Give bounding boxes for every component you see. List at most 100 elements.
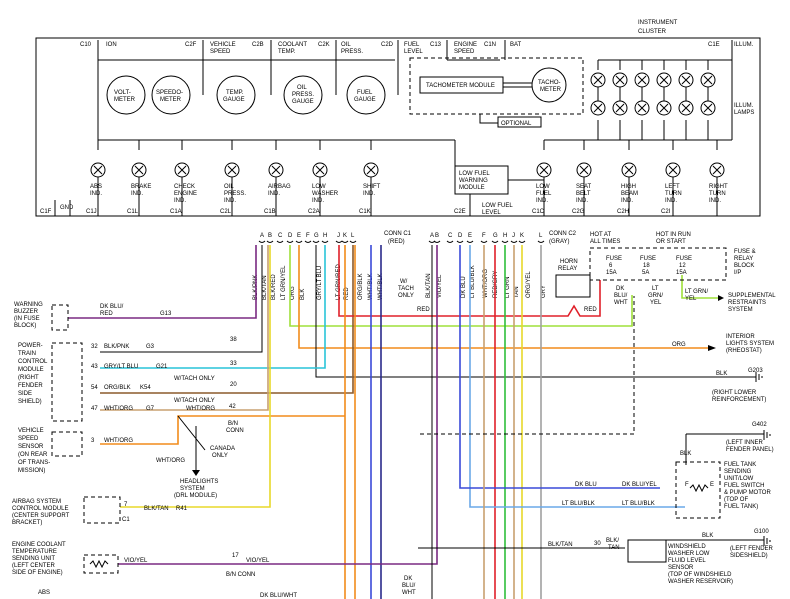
svg-text:17: 17 [232, 553, 239, 559]
svg-text:TURN: TURN [709, 191, 726, 197]
svg-text:ONLY: ONLY [398, 293, 414, 299]
instrument-cluster-frame [35, 37, 761, 217]
svg-text:ORG: ORG [672, 342, 686, 348]
svg-text:ABS: ABS [38, 590, 50, 596]
svg-text:IND.: IND. [131, 191, 143, 197]
svg-text:C1: C1 [122, 517, 130, 523]
svg-text:(TOP OF WINDSHIELD: (TOP OF WINDSHIELD [668, 572, 732, 578]
tachometer-module [419, 76, 504, 94]
svg-text:GRY/LT BLU: GRY/LT BLU [104, 364, 138, 370]
svg-text:WARNING: WARNING [459, 178, 488, 184]
svg-text:MODULE: MODULE [459, 185, 485, 191]
svg-text:6: 6 [609, 263, 613, 269]
svg-text:33: 33 [230, 361, 237, 367]
svg-text:FUSE: FUSE [676, 256, 692, 262]
svg-text:BLU/: BLU/ [614, 293, 628, 299]
illumination-lamps [590, 60, 716, 140]
svg-text:OF TRANS-: OF TRANS- [18, 460, 50, 466]
svg-text:18: 18 [643, 263, 650, 269]
c2-pin-H: H [503, 233, 507, 239]
svg-text:(TOP OF: (TOP OF [724, 497, 748, 503]
svg-text:RED: RED [100, 311, 113, 317]
svg-text:OIL: OIL [297, 85, 307, 91]
gauge-voltmeter: VOLT- METER [106, 75, 146, 115]
c2-pin-A: A [430, 233, 434, 239]
svg-text:CONN: CONN [226, 428, 244, 434]
svg-text:ALL TIMES: ALL TIMES [590, 239, 620, 245]
svg-text:YEL: YEL [685, 296, 697, 302]
indicator-pin: C1L [127, 209, 139, 215]
wire-lt-grn-yel [289, 245, 633, 327]
svg-text:BELT: BELT [576, 191, 591, 197]
svg-text:PRESS.: PRESS. [224, 191, 246, 197]
svg-text:RESTRAINTS: RESTRAINTS [728, 300, 766, 306]
svg-text:WHT: WHT [614, 300, 628, 306]
c1-wire-label: BLK/TAN [262, 275, 268, 300]
c2-wire-label: TAN [514, 286, 520, 298]
svg-text:ONLY: ONLY [212, 453, 228, 459]
c2-wire-label: VIO/YEL [437, 274, 443, 298]
svg-text:METER: METER [114, 97, 136, 103]
wire-wht-org [100, 245, 269, 411]
svg-text:IND.: IND. [536, 198, 548, 204]
svg-text:54: 54 [91, 385, 98, 391]
svg-text:AIRBAG SYSTEM: AIRBAG SYSTEM [12, 499, 61, 505]
c1-pin-A: A [260, 233, 264, 239]
svg-text:IND.: IND. [709, 198, 721, 204]
svg-text:METER: METER [160, 97, 182, 103]
pin-c2d: C2D [381, 42, 394, 48]
c2-wire-label: DK BLU [461, 276, 467, 298]
svg-text:FUSE: FUSE [606, 256, 622, 262]
wire-dk-blu-red [68, 245, 257, 319]
washer-level-sensor [627, 539, 667, 563]
svg-text:42: 42 [229, 404, 236, 410]
indicator-pin: C1B [264, 209, 276, 215]
svg-text:FUSE &: FUSE & [734, 249, 756, 255]
svg-text:YEL: YEL [650, 300, 662, 306]
svg-text:IND.: IND. [268, 191, 280, 197]
label-press: PRESS. [341, 49, 363, 55]
svg-text:G21: G21 [156, 364, 168, 370]
svg-text:SIDE OF ENGINE): SIDE OF ENGINE) [12, 570, 63, 576]
wire-lt-grn-yel-srs [681, 275, 718, 299]
svg-text:WARNING: WARNING [14, 302, 43, 308]
svg-text:FUEL: FUEL [357, 90, 373, 96]
svg-text:TACHO-: TACHO- [538, 80, 561, 86]
svg-text:SIDE: SIDE [18, 391, 32, 397]
indicator-pin: C1A [170, 209, 182, 215]
svg-text:SUPPLEMENTAL: SUPPLEMENTAL [728, 293, 776, 299]
svg-text:G3: G3 [146, 344, 155, 350]
svg-text:(DRL MODULE): (DRL MODULE) [174, 493, 217, 499]
svg-text:WHT/ORG: WHT/ORG [104, 438, 133, 444]
label-level: LEVEL [404, 49, 423, 55]
indicator-pin: C1C [532, 209, 545, 215]
svg-text:(CENTER SUPPORT: (CENTER SUPPORT [12, 513, 70, 519]
label-bat: BAT [510, 42, 522, 48]
svg-text:B/N CONN: B/N CONN [226, 572, 255, 578]
fuel-tank-sending-unit [675, 461, 721, 519]
c2-wire-label: WHT/ORG [483, 269, 489, 298]
svg-text:METER: METER [540, 87, 562, 93]
svg-text:FLUID LEVEL: FLUID LEVEL [668, 558, 706, 564]
conn-c2-color: (GRAY) [549, 239, 570, 245]
c2-wire-label: RED/GRY [493, 271, 499, 298]
svg-text:ENGINE: ENGINE [174, 191, 197, 197]
label-fuel: FUEL [404, 42, 420, 48]
svg-text:FUEL: FUEL [536, 191, 552, 197]
c1-pin-E: E [297, 233, 301, 239]
svg-text:IND.: IND. [363, 191, 375, 197]
svg-text:IND.: IND. [224, 198, 236, 204]
c1-wire-label: BLK [300, 289, 306, 300]
gnd-label: GND [60, 205, 74, 211]
svg-text:15A: 15A [606, 270, 617, 276]
tachometer-gauge [531, 67, 567, 103]
svg-text:TACH: TACH [398, 286, 414, 292]
svg-text:R41: R41 [176, 506, 188, 512]
pin-c2f: C2F [185, 42, 197, 48]
c1-pin-B: B [268, 233, 272, 239]
svg-text:IND.: IND. [665, 198, 677, 204]
